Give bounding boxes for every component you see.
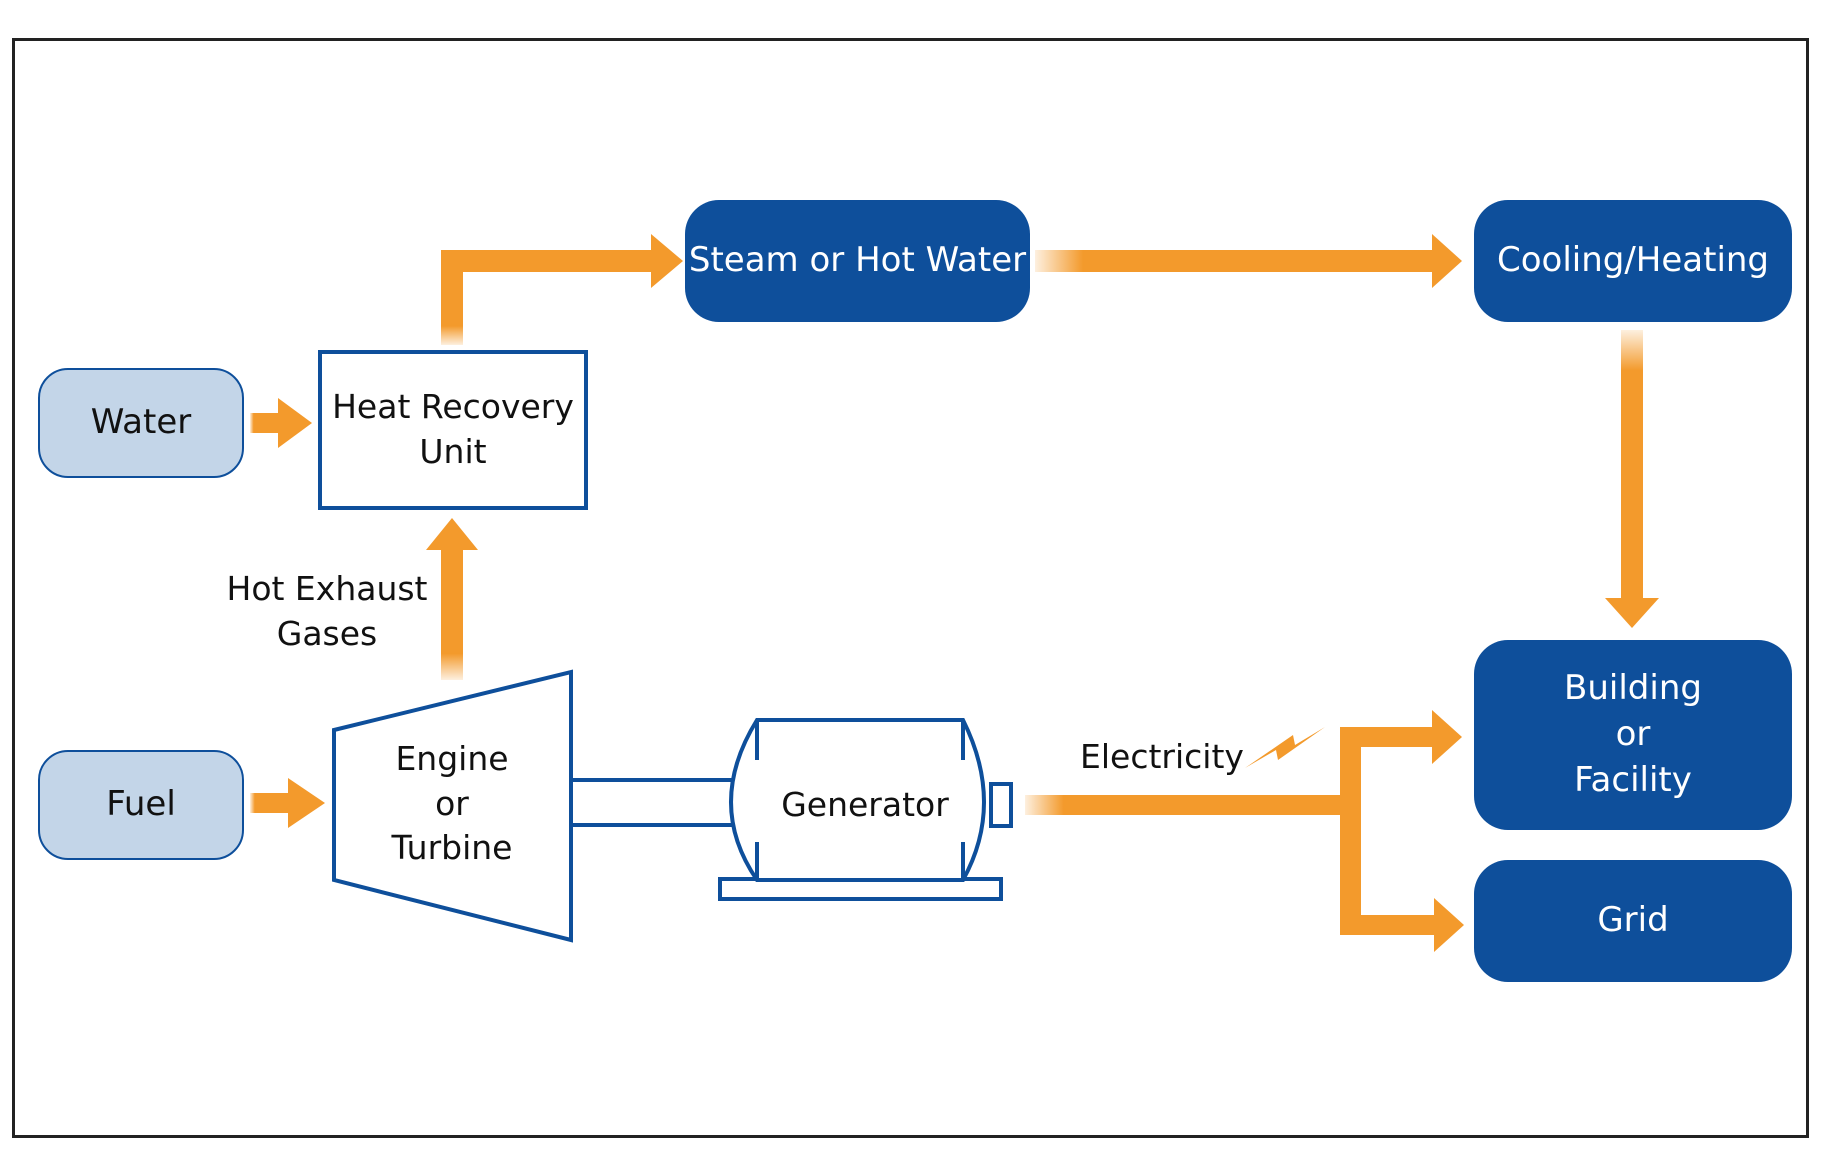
arrow-steam-to-cooling xyxy=(1035,234,1462,288)
heat-recovery-unit-node: Heat Recovery Unit xyxy=(318,350,588,510)
steam-hot-water-node: Steam or Hot Water xyxy=(685,200,1030,322)
shaft-connector xyxy=(571,778,733,827)
arrow-heat-recovery-to-steam xyxy=(441,234,683,345)
water-node: Water xyxy=(38,368,244,478)
arrow-exhaust-to-heat-recovery xyxy=(426,518,478,680)
generator-label: Generator xyxy=(781,785,949,824)
arrow-water-to-heat-recovery xyxy=(250,398,312,448)
lightning-bolt-icon xyxy=(1245,727,1325,768)
engine-turbine-label: Engine or Turbine xyxy=(391,739,513,868)
arrow-generator-to-building-and-grid xyxy=(1025,710,1464,952)
building-facility-node: Building or Facility xyxy=(1474,640,1792,830)
generator-shape xyxy=(718,718,1013,901)
grid-node: Grid xyxy=(1474,860,1792,982)
diagram-frame xyxy=(12,38,1809,1138)
cooling-heating-node: Cooling/Heating xyxy=(1474,200,1792,322)
arrow-cooling-to-building xyxy=(1605,330,1659,628)
electricity-label: Electricity xyxy=(1080,737,1244,776)
engine-turbine-shape xyxy=(332,669,573,943)
hot-exhaust-gases-label: Hot Exhaust Gases xyxy=(226,569,428,653)
fuel-node: Fuel xyxy=(38,750,244,860)
arrow-fuel-to-engine xyxy=(250,778,325,828)
